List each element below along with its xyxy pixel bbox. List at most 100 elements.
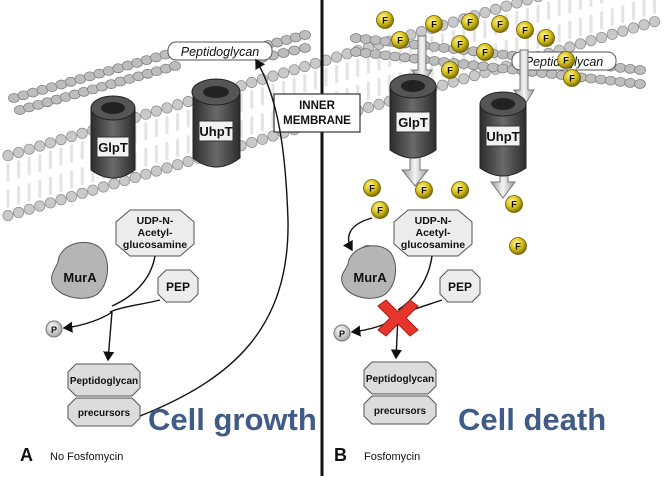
peptidoglycan-bead [438,43,450,53]
lipid-head [34,200,46,212]
fosfomycin-label: F [397,36,403,47]
peptidoglycan-bead [277,48,290,58]
lipid-head [331,51,343,63]
fosfomycin-label: F [457,186,463,197]
fosfomycin-label: F [457,40,463,51]
lipid-head [627,22,639,34]
svg-text:PEP: PEP [166,280,190,294]
lipid-head [182,155,194,168]
fosfomycin-molecule: F [391,31,409,49]
svg-text:MurA: MurA [353,270,387,285]
fosfomycin-molecule: F [376,11,394,29]
lipid-head [309,57,321,69]
fosfomycin-molecule: F [476,43,494,61]
lipid-head [140,108,152,120]
lipid-head [66,190,78,203]
peptidoglycan-bead [634,79,646,89]
svg-text:precursors: precursors [374,406,427,417]
lipid-head [500,0,512,12]
lipid-head [150,165,162,177]
peptidoglycan-bead [585,73,597,84]
panel-letter-a: A [20,445,33,465]
caption-b: Fosfomycin [364,451,420,463]
lipid-head [564,41,576,53]
lipid-head [108,178,120,190]
svg-text:Peptidoglycan: Peptidoglycan [181,45,260,59]
fosfomycin-label: F [467,18,473,29]
fosfomycin-label: F [543,34,549,45]
peptidoglycan-bead [169,61,181,71]
phosphate-arrow-a [62,311,113,333]
caption-a: No Fosfomycin [50,451,123,463]
panel-b: Peptidoglycan GlpT UhpT FFFFFFFFFFFFFFFF… [333,11,617,465]
peptidoglycan-bead [359,48,372,58]
lipid-head [172,159,184,171]
phosphate-a: P [45,320,63,338]
lipid-head [44,137,56,149]
lipid-head [13,206,25,218]
lipid-head [172,99,184,111]
lipid-head [638,19,650,31]
lipid-head [447,16,459,28]
svg-text:MurA: MurA [63,270,97,285]
panel-letter-b: B [334,445,347,465]
peptidoglycan-bead [369,49,382,60]
lipid-head [129,171,141,183]
lipid-head [246,136,258,149]
lipid-head [161,162,173,174]
lipid-head [649,16,661,28]
fosfomycin-molecule: F [537,29,555,47]
fosfomycin-label: F [377,206,383,217]
glpt-transporter-a: GlpT [90,95,136,179]
precursors-b: Peptidoglycan precursors [363,361,437,425]
lipid-head [267,130,279,142]
uhpt-transporter-a: UhpT [191,78,241,168]
lipid-head [574,38,586,50]
lipid-head [437,79,449,91]
lipid-head [150,105,162,117]
fosfomycin-molecule: F [516,21,534,39]
lipid-head [585,35,597,47]
lipid-head [606,28,618,40]
lipid-head [55,194,67,206]
peptidoglycan-bead [614,62,627,73]
peptidoglycan-bead [399,52,411,63]
lipid-head [521,0,533,6]
lipid-head [479,6,491,19]
peptidoglycan-bead [594,74,607,85]
peptidoglycan-bead [624,64,637,74]
pep-a: PEP [157,269,199,303]
inner-membrane-label: INNER MEMBRANE [273,93,361,133]
peptidoglycan-bead [359,34,372,44]
phosphate-b: P [333,324,351,342]
lipid-head [23,143,35,155]
peptidoglycan-bead [634,65,646,75]
lipid-head [596,31,608,44]
reaction-line-a [111,255,156,307]
svg-text:P: P [51,325,57,335]
svg-text:GlpT: GlpT [98,140,128,155]
precursor-arrow-a [103,311,115,362]
peptidoglycan-bead [487,62,499,73]
fosfomycin-label: F [569,74,575,85]
mura-enzyme-a: MurA [51,241,109,299]
fosfomycin-molecule: F [371,201,389,219]
fosfomycin-uptake-arrows [400,35,535,199]
panel-a: Peptidoglycan GlpT UhpT INNER MEMBRANE [20,41,361,465]
svg-text:MEMBRANE: MEMBRANE [283,115,351,127]
fosfomycin-label: F [482,48,488,59]
lipid-head [55,134,67,146]
mura-enzyme-b: MurA [341,245,397,299]
peptidoglycan-bead [299,30,311,40]
fosfomycin-label: F [511,200,517,211]
peptidoglycan-bead [379,50,392,61]
fosfomycin-molecule: F [451,181,469,199]
lipid-head [490,3,502,15]
blocked-x-icon [377,299,419,337]
lipid-head [97,181,109,193]
precursors-a: Peptidoglycan precursors [67,363,141,427]
svg-text:Acetyl-: Acetyl- [137,227,173,239]
peptidoglycan-bead [624,78,637,88]
udp-glcnac-a: UDP-N- Acetyl- glucosamine [115,209,195,257]
